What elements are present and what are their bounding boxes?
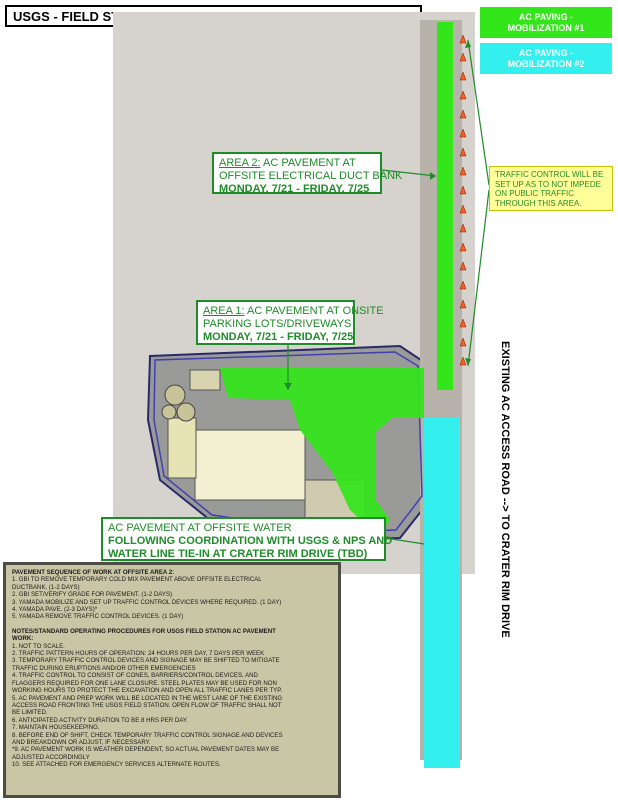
procedure-line: ADJUSTED ACCORDINGLY xyxy=(12,753,90,761)
procedure-line: TRAFFIC DURING ERUPTIONS AND/OR OTHER EM… xyxy=(12,664,196,672)
leader-area-2 xyxy=(381,169,437,177)
leader-arrowhead xyxy=(284,383,292,390)
traffic-cone xyxy=(459,299,467,309)
traffic-cone xyxy=(459,147,467,157)
callout-area-1-line2: PARKING LOTS/DRIVEWAYS xyxy=(203,318,352,330)
leader-arrowhead xyxy=(465,358,471,366)
procedure-line: 6. ANTICIPATED ACTIVITY DURATION TO BE 8… xyxy=(12,716,188,724)
procedure-line: 1. NOT TO SCALE. xyxy=(12,642,65,650)
offsite-water-pavement[interactable] xyxy=(424,418,460,768)
procedure-line: FLAGGERS REQUIRED FOR ONE LANE CLOSURE. … xyxy=(12,679,277,687)
traffic-cone xyxy=(459,52,467,62)
procedure-line: 5. AC PAVEMENT AND PREP WORK WILL BE LOC… xyxy=(12,694,283,702)
callout-area-2-line2: OFFSITE ELECTRICAL DUCT BANK xyxy=(219,170,403,182)
legend-mobilization-1: AC PAVING - MOBILIZATION #1 xyxy=(480,7,612,38)
notes-spacer xyxy=(12,621,332,628)
traffic-cone xyxy=(459,185,467,195)
procedures-title-2: WORK: xyxy=(12,635,34,643)
procedure-line: 8. BEFORE END OF SHIFT, CHECK TEMPORARY … xyxy=(12,731,283,739)
legend-mob1-line2: MOBILIZATION #1 xyxy=(507,22,585,33)
traffic-cone xyxy=(459,128,467,138)
traffic-cone xyxy=(459,337,467,347)
traffic-cone xyxy=(459,242,467,252)
sequence-title: PAVEMENT SEQUENCE OF WORK AT OFFSITE ARE… xyxy=(12,569,175,576)
traffic-control-note: TRAFFIC CONTROL WILL BE SET UP AS TO NOT… xyxy=(489,166,613,211)
procedure-line: 7. MAINTAIN HOUSEKEEPING. xyxy=(12,724,100,732)
callout-area-2-prefix: AREA 2: xyxy=(219,157,261,169)
notes-panel: PAVEMENT SEQUENCE OF WORK AT OFFSITE ARE… xyxy=(3,562,341,798)
procedure-line: 3. TEMPORARY TRAFFIC CONTROL DEVICES AND… xyxy=(12,657,280,665)
procedure-line: *9. AC PAVEMENT WORK IS WEATHER DEPENDEN… xyxy=(12,746,280,754)
leader-offsite-water xyxy=(385,537,425,545)
procedure-line: WORKING HOURS TO PROTECT THE EXCAVATION … xyxy=(12,687,283,695)
traffic-note-line2: SET UP AS TO NOT IMPEDE xyxy=(495,179,601,189)
traffic-note-line1: TRAFFIC CONTROL WILL BE xyxy=(495,170,604,179)
procedure-line: 4. TRAFFIC CONTROL TO CONSIST OF CONES, … xyxy=(12,672,258,680)
procedure-line: ACCESS ROAD FRONTING THE USGS FIELD STAT… xyxy=(12,701,282,709)
callout-area-1-line1: AREA 1: AC PAVEMENT AT ONSITE xyxy=(203,305,384,318)
sequence-line: 3. YAMADA MOBILIZE AND SET UP TRAFFIC CO… xyxy=(12,598,282,606)
leader-traffic-1 xyxy=(467,39,490,186)
traffic-cone xyxy=(459,261,467,271)
tank-2 xyxy=(176,402,196,422)
traffic-cone xyxy=(459,318,467,328)
area-1-pavement[interactable] xyxy=(220,368,424,536)
sequence-line: 5. YAMADA REMOVE TRAFFIC CONTROL DEVICES… xyxy=(12,613,184,621)
callout-area-1-prefix: AREA 1: xyxy=(203,305,245,317)
legend-mobilization-2: AC PAVING - MOBILIZATION #2 xyxy=(480,43,612,74)
procedure-line: 10. SEE ATTACHED FOR EMERGENCY SERVICES … xyxy=(12,761,221,769)
sequence-line: 1. GBI TO REMOVE TEMPORARY COLD MIX PAVE… xyxy=(12,576,262,584)
traffic-cone xyxy=(459,280,467,290)
traffic-cone xyxy=(459,166,467,176)
traffic-cones xyxy=(459,34,467,366)
callout-area-2-dates: MONDAY, 7/21 - FRIDAY, 7/25 xyxy=(219,183,370,195)
callout-area-1: AREA 1: AC PAVEMENT AT ONSITE PARKING LO… xyxy=(196,300,384,345)
legend-mob2-line1: AC PAVING - xyxy=(518,47,574,58)
procedure-line: AND BREAKDOWN OR ADJUST, IF NECESSARY. xyxy=(12,738,151,746)
building-main xyxy=(194,429,306,501)
leader-traffic-2 xyxy=(467,189,490,367)
traffic-note-line3: ON PUBLIC TRAFFIC xyxy=(495,189,574,198)
building-west xyxy=(167,417,197,479)
tank-1 xyxy=(164,384,186,406)
legend-mob1-line1: AC PAVING - xyxy=(518,11,574,22)
leader-arrowhead xyxy=(465,40,471,48)
callout-offsite-water: AC PAVEMENT AT OFFSITE WATER FOLLOWING C… xyxy=(101,517,393,561)
traffic-cone xyxy=(459,34,467,44)
callout-area-2-line1-rest: AC PAVEMENT AT xyxy=(260,157,356,169)
tank-3 xyxy=(161,404,177,420)
traffic-cone xyxy=(459,204,467,214)
traffic-cone xyxy=(459,223,467,233)
traffic-note-line4: THROUGH THIS AREA. xyxy=(495,198,582,208)
leader-arrowhead xyxy=(430,172,436,180)
shed xyxy=(189,369,221,391)
sequence-line: DUCTBANK. (1-2 DAYS) xyxy=(12,583,80,591)
callout-offsite-water-line1: AC PAVEMENT AT OFFSITE WATER xyxy=(108,522,292,534)
callout-area-2: AREA 2: AC PAVEMENT AT OFFSITE ELECTRICA… xyxy=(212,152,403,195)
callout-area-1-dates: MONDAY, 7/21 - FRIDAY, 7/25 xyxy=(203,331,354,343)
callout-offsite-water-line3: WATER LINE TIE-IN AT CRATER RIM DRIVE (T… xyxy=(108,548,368,560)
traffic-cone xyxy=(459,356,467,366)
callout-offsite-water-line2: FOLLOWING COORDINATION WITH USGS & NPS A… xyxy=(108,535,393,547)
road-label: EXISTING AC ACCESS ROAD --> TO CRATER RI… xyxy=(499,341,511,638)
traffic-cone xyxy=(459,90,467,100)
procedure-line: BE LIMITED. xyxy=(12,709,48,717)
procedure-line: 2. TRAFFIC PATTERN HOURS OF OPERATION: 2… xyxy=(12,650,265,658)
area-2-duct-bank-pavement[interactable] xyxy=(437,22,453,390)
traffic-cone xyxy=(459,71,467,81)
callout-area-2-line1: AREA 2: AC PAVEMENT AT xyxy=(219,157,375,170)
traffic-cone xyxy=(459,109,467,119)
legend-mob2-line2: MOBILIZATION #2 xyxy=(507,58,585,69)
callout-area-1-line1-rest: AC PAVEMENT AT ONSITE xyxy=(244,305,384,317)
procedures-title-1: NOTES/STANDARD OPERATING PROCEDURES FOR … xyxy=(12,627,276,635)
sequence-line: 2. GBI SET/VERIFY GRADE FOR PAVEMENT. (1… xyxy=(12,591,173,599)
sequence-line: 4. YAMADA PAVE. (2-3 DAYS)* xyxy=(12,606,98,614)
